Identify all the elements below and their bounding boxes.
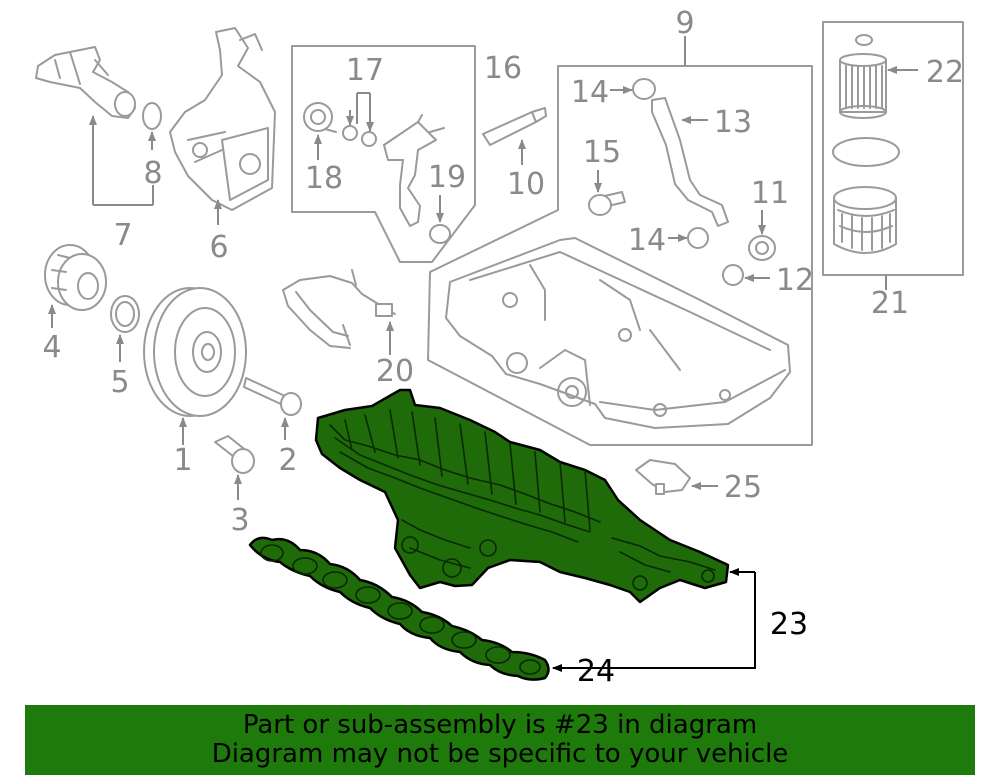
callout-19: 19 — [428, 160, 466, 195]
part-19-tube — [383, 114, 445, 227]
callout-17: 17 — [346, 53, 384, 88]
part-17-o-ring-a — [342, 125, 358, 141]
part-22-filter-element — [839, 34, 887, 119]
callout-labels: 1 2 3 4 5 6 7 8 9 10 11 12 13 14 14 15 1… — [42, 6, 964, 689]
leader-lines — [48, 36, 918, 500]
group-box-9 — [427, 65, 813, 446]
part-21-o-ring — [832, 137, 900, 167]
part-10-sealant-tube — [482, 107, 547, 146]
callout-6: 6 — [209, 230, 228, 265]
leader-lines-highlight — [552, 568, 756, 672]
part-24-gasket — [248, 536, 550, 681]
part-21-filter-cap — [833, 186, 897, 254]
part-7-coolant-elbow — [35, 46, 136, 119]
callout-15: 15 — [583, 135, 621, 170]
callout-5: 5 — [110, 365, 129, 400]
group-box-21 — [822, 21, 964, 276]
part-18-clamp — [303, 102, 337, 133]
part-19-seal — [429, 224, 451, 244]
part-3-bolt — [214, 435, 255, 474]
part-25-sensor — [635, 459, 691, 495]
callout-14-top: 14 — [571, 75, 609, 110]
callout-21: 21 — [871, 286, 909, 321]
part-8-o-ring — [142, 102, 162, 130]
part-15-bolt — [588, 191, 626, 216]
callout-23[interactable]: 23 — [770, 607, 808, 642]
part-14-o-ring-top — [632, 78, 656, 100]
callout-13: 13 — [714, 105, 752, 140]
callout-8: 8 — [143, 156, 162, 191]
part-1-crank-pulley — [143, 287, 247, 417]
callout-16: 16 — [484, 51, 522, 86]
callout-18: 18 — [305, 161, 343, 196]
callout-11: 11 — [751, 176, 789, 211]
part-2-bolt — [243, 377, 302, 416]
oil-pan — [445, 237, 791, 429]
part-11-drain-plug — [748, 235, 776, 261]
callout-25: 25 — [724, 470, 762, 505]
callout-3: 3 — [230, 503, 249, 538]
part-20-harness — [282, 269, 396, 349]
callout-20: 20 — [376, 354, 414, 389]
banner-line-1: Part or sub-assembly is #23 in diagram — [242, 710, 758, 740]
parts-diagram: 1 2 3 4 5 6 7 8 9 10 11 12 13 14 14 15 1… — [35, 6, 964, 689]
callout-22: 22 — [926, 55, 964, 90]
callout-24[interactable]: 24 — [577, 654, 615, 689]
part-17-o-ring-b — [361, 131, 377, 147]
info-banner: Part or sub-assembly is #23 in diagram D… — [25, 705, 975, 775]
part-13-dipstick-tube — [651, 97, 729, 227]
part-5-seal — [110, 295, 140, 333]
callout-1: 1 — [173, 443, 192, 478]
callout-2: 2 — [278, 443, 297, 478]
callout-9: 9 — [675, 6, 694, 41]
callout-10: 10 — [507, 167, 545, 202]
banner-line-2: Diagram may not be specific to your vehi… — [211, 739, 789, 769]
part-12-washer — [722, 264, 744, 286]
callout-14-bottom: 14 — [628, 223, 666, 258]
part-23-intake-manifold — [314, 388, 730, 604]
part-4-pulley-small — [44, 244, 107, 311]
part-14-o-ring-bottom — [687, 227, 709, 249]
callout-12: 12 — [776, 263, 814, 298]
callout-7: 7 — [113, 218, 132, 253]
callout-4: 4 — [42, 330, 61, 365]
part-6-housing — [169, 27, 276, 211]
group-box-16 — [291, 45, 476, 263]
